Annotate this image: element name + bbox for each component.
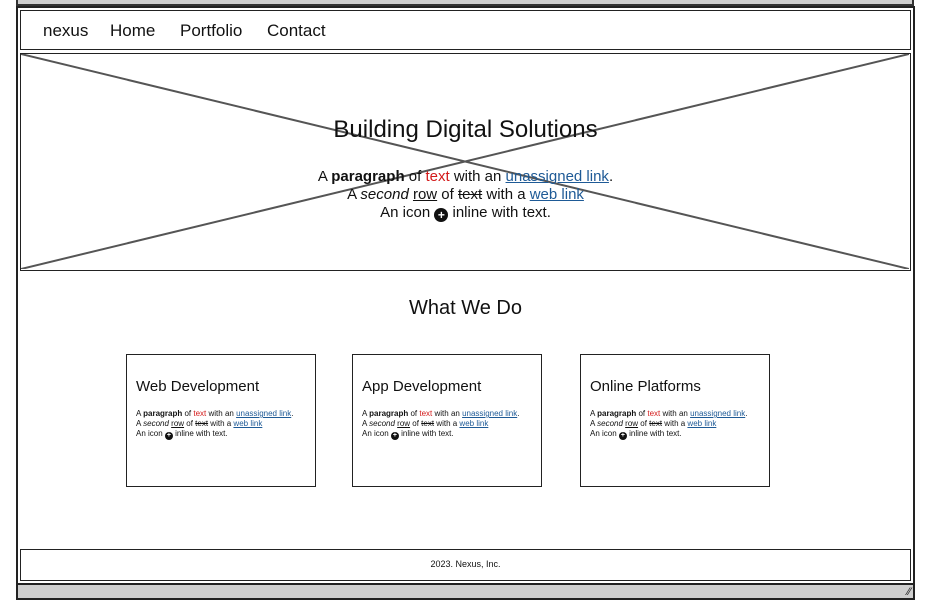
card-title: Online Platforms: [590, 378, 701, 395]
web-link[interactable]: web link: [687, 419, 717, 428]
unassigned-link[interactable]: unassigned link: [462, 409, 518, 418]
service-card-online-platforms: Online Platforms A paragraph of text wit…: [580, 354, 770, 487]
service-card-web-development: Web Development A paragraph of text with…: [126, 354, 316, 487]
card-text: A paragraph of text with an unassigned l…: [590, 409, 748, 440]
card-text: A paragraph of text with an unassigned l…: [136, 409, 294, 440]
hero-section: Building Digital Solutions A paragraph o…: [20, 53, 911, 271]
unassigned-link[interactable]: unassigned link: [236, 409, 292, 418]
nav-home[interactable]: Home: [110, 21, 156, 40]
hero-title: Building Digital Solutions: [333, 116, 598, 143]
nav-portfolio[interactable]: Portfolio: [180, 21, 243, 40]
unassigned-link[interactable]: unassigned link: [690, 409, 746, 418]
italic-text: second: [360, 186, 409, 203]
service-card-app-development: App Development A paragraph of text with…: [352, 354, 542, 487]
hero-paragraph-line-3: An icon + inline with text.: [380, 204, 551, 222]
plus-circle-icon: +: [434, 208, 449, 222]
unassigned-link[interactable]: unassigned link: [505, 168, 609, 185]
footer-copyright: 2023. Nexus, Inc.: [430, 559, 501, 569]
window-status-bar: ⁄⁄: [18, 583, 913, 598]
section-title: What We Do: [409, 297, 522, 319]
plus-circle-icon: +: [618, 432, 627, 440]
plus-circle-icon: +: [164, 432, 173, 440]
browser-frame: nexus Home Portfolio Contact Building Di…: [16, 6, 915, 600]
nav-contact[interactable]: Contact: [267, 21, 326, 40]
card-text: A paragraph of text with an unassigned l…: [362, 409, 520, 440]
web-link[interactable]: web link: [459, 419, 489, 428]
brand-logo[interactable]: nexus: [43, 21, 89, 40]
footer: 2023. Nexus, Inc.: [20, 549, 911, 581]
card-title: App Development: [362, 378, 482, 395]
strikethrough-text: text: [458, 186, 483, 203]
bold-text: paragraph: [331, 168, 405, 185]
navbar: nexus Home Portfolio Contact: [20, 10, 911, 50]
red-text: text: [425, 168, 450, 185]
resize-grip-icon[interactable]: ⁄⁄: [907, 586, 911, 598]
hero-paragraph-line-2: A second row of text with a web link: [347, 186, 584, 203]
web-link[interactable]: web link: [233, 419, 263, 428]
underlined-text: row: [412, 186, 438, 203]
hero-paragraph-line-1: A paragraph of text with an unassigned l…: [317, 168, 614, 185]
card-title: Web Development: [136, 378, 260, 395]
web-link[interactable]: web link: [529, 186, 584, 203]
image-placeholder: [21, 54, 909, 269]
plus-circle-icon: +: [390, 432, 399, 440]
window-top-strip: [16, 0, 914, 6]
